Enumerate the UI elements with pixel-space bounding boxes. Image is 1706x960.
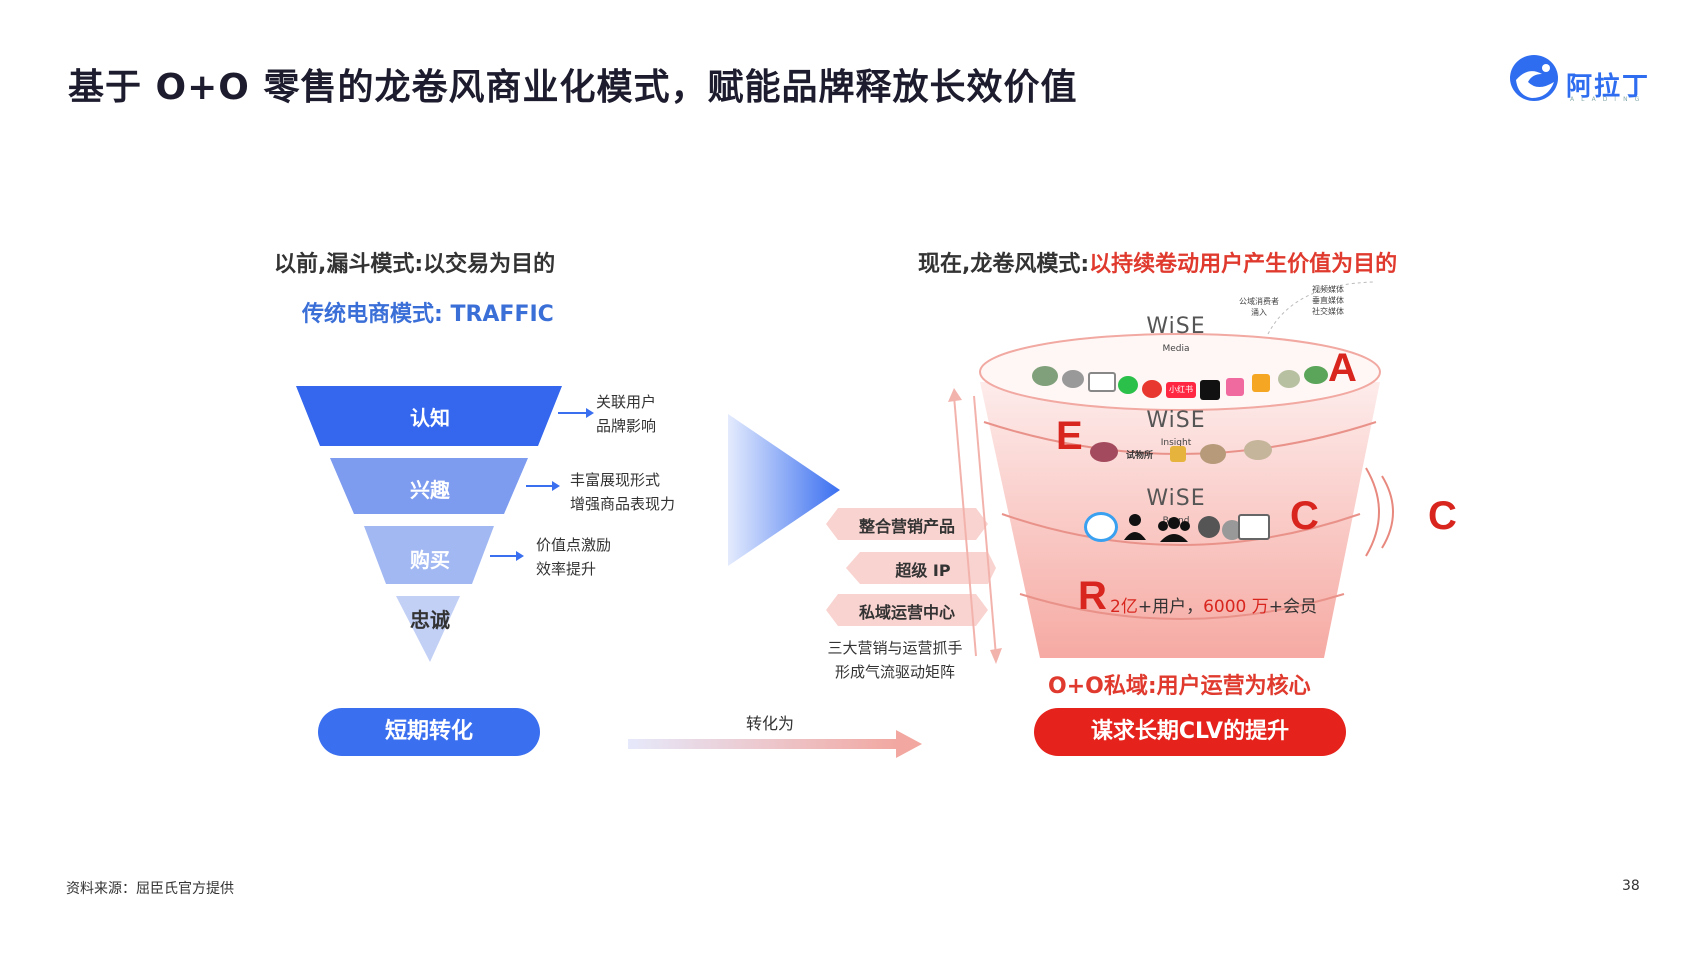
brand-logo-icon — [1170, 446, 1186, 462]
weibo-icon — [1142, 380, 1162, 398]
conversion-arrow-icon — [626, 728, 926, 760]
users-group-icon — [1156, 516, 1192, 542]
source-note: 资料来源：屈臣氏官方提供 — [66, 878, 234, 898]
brand-logo-icon — [1244, 440, 1272, 460]
funnel-note-purchase: 价值点激励效率提升 — [536, 533, 611, 581]
page-title: 基于 O+O 零售的龙卷风商业化模式，赋能品牌释放长效价值 — [68, 58, 1077, 110]
media-types-list: 视频媒体 垂直媒体 社交媒体 — [1312, 284, 1344, 317]
funnel-note-awareness: 关联用户品牌影响 — [596, 390, 656, 438]
aladdin-logo-icon — [1508, 52, 1564, 104]
shiwusuo-logo: 试物所 — [1126, 448, 1153, 461]
funnel-label-loyalty: 忠诚 — [388, 604, 472, 633]
brand-logo-icon — [1032, 366, 1058, 386]
logo-subtext: ALADING — [1570, 96, 1646, 103]
funnel-note-interest: 丰富展现形式增强商品表现力 — [570, 468, 675, 516]
letter-e: E — [1056, 414, 1083, 459]
brand-logo-icon — [1252, 374, 1270, 392]
brand-logo-icon — [1062, 370, 1084, 388]
letter-a: A — [1328, 346, 1357, 391]
wechat-icon — [1118, 376, 1138, 394]
left-heading: 以前,漏斗模式:以交易为目的 — [274, 246, 555, 278]
user-icon — [1122, 512, 1148, 540]
brand-logo-icon — [1090, 442, 1118, 462]
brand-logo-icon — [1200, 444, 1226, 464]
store-logo-icon — [1088, 372, 1116, 392]
right-heading: 现在,龙卷风模式:以持续卷动用户产生价值为目的 — [918, 246, 1397, 278]
brand-logo-icon — [1198, 516, 1220, 538]
funnel-label-purchase: 购买 — [388, 544, 472, 573]
douyin-icon — [1200, 380, 1220, 400]
brand-logo-icon — [1304, 366, 1328, 384]
private-domain-core-text: O+O私域:用户运营为核心 — [1048, 668, 1311, 700]
brand-logo-icon — [1226, 378, 1244, 396]
short-term-conversion-pill: 短期转化 — [318, 708, 540, 756]
letter-c-inner: C — [1290, 494, 1319, 539]
user-member-stats: 2亿+用户，6000 万+会员 — [1110, 592, 1317, 617]
long-term-clv-pill: 谋求长期CLV的提升 — [1034, 708, 1346, 756]
funnel-label-awareness: 认知 — [388, 402, 472, 431]
left-subheading: 传统电商模式: TRAFFIC — [302, 296, 554, 328]
xiaohongshu-icon: 小红书 — [1166, 382, 1196, 398]
brand-logo-icon — [1278, 370, 1300, 388]
chat-icon — [1084, 512, 1118, 542]
letter-r: R — [1078, 574, 1107, 619]
letter-c-outer: C — [1428, 494, 1457, 539]
funnel-label-interest: 兴趣 — [388, 474, 472, 503]
loop-arc-icon — [1360, 462, 1420, 562]
page-number: 38 — [1622, 878, 1640, 894]
store-logo-icon — [1238, 514, 1270, 540]
